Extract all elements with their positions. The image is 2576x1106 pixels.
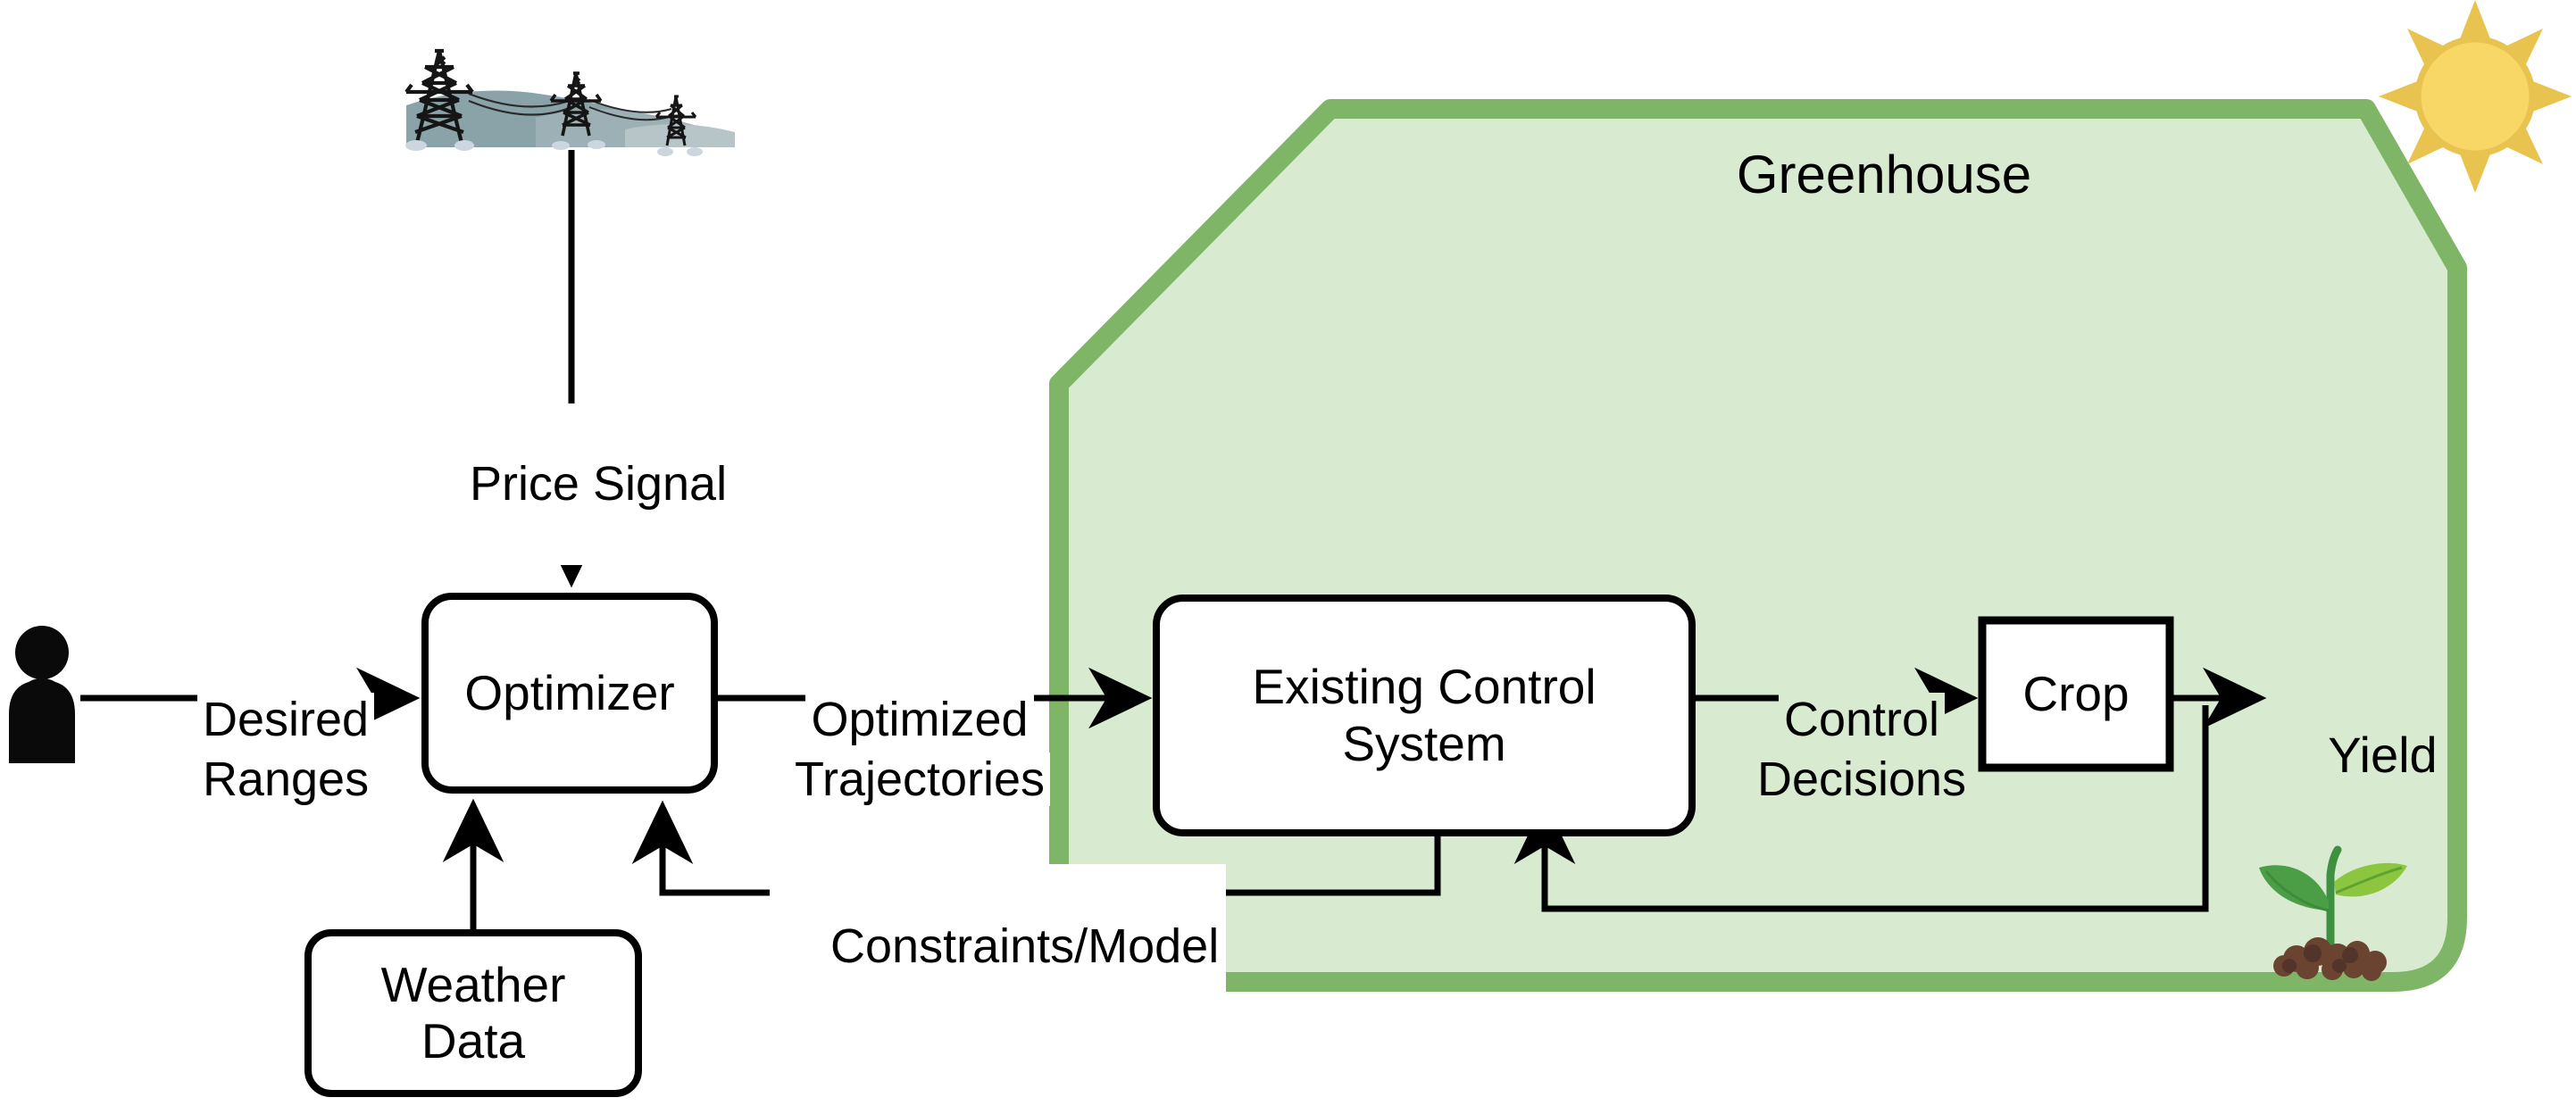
edge-label-price-signal: Price Signal xyxy=(375,403,768,566)
block-label-crop: Crop xyxy=(2022,665,2130,721)
edge-label-optimized-line1: Optimized xyxy=(805,693,1034,747)
edge-label-desired-ranges: Desired Ranges xyxy=(116,639,402,861)
edge-label-control-line1: Control xyxy=(1778,693,1946,747)
edge-label-optimized-trajectories: Optimized Trajectories xyxy=(714,639,1071,861)
edge-label-desired-line2: Ranges xyxy=(196,752,375,807)
block-control-system[interactable] xyxy=(1153,595,1696,836)
edge-crop-feedback xyxy=(1513,705,2209,912)
block-label-control-system: Existing Control System xyxy=(1252,659,1596,771)
edge-label-optimized-line2: Trajectories xyxy=(788,752,1051,807)
block-label-weather-data: Weather Data xyxy=(380,956,566,1069)
block-crop[interactable] xyxy=(1978,616,2174,772)
block-weather-data[interactable] xyxy=(304,929,642,1097)
greenhouse-label: Greenhouse xyxy=(1736,144,2032,204)
edge-label-yield: Yield xyxy=(2328,726,2438,783)
block-label-optimizer: Optimizer xyxy=(464,664,675,720)
block-optimizer[interactable] xyxy=(421,593,718,794)
edge-label-control-decisions: Control Decisions xyxy=(1696,639,1973,861)
edge-label-control-line2: Decisions xyxy=(1751,752,1972,807)
edge-label-constraints-model: Constraints/Model xyxy=(770,864,1227,1030)
edge-label-desired-line1: Desired xyxy=(196,693,375,747)
